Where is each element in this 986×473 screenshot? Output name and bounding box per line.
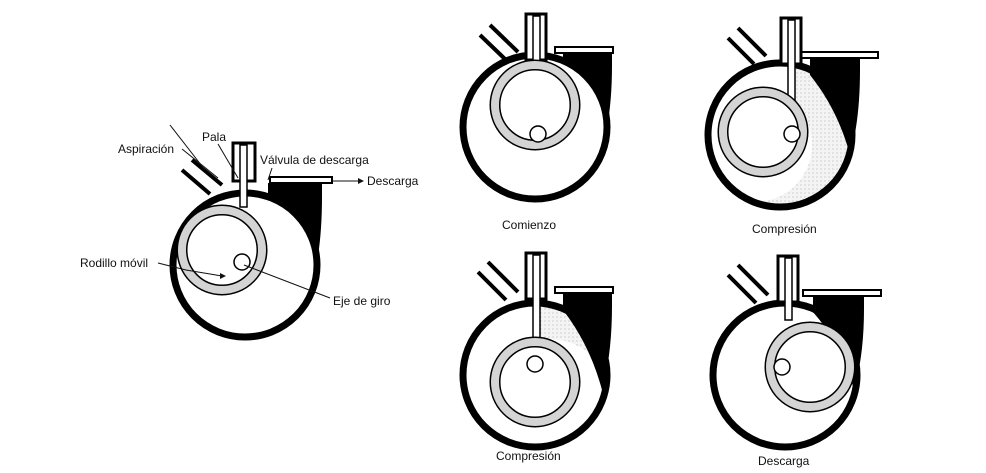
caption-compresion-1: Compresión [752, 222, 817, 236]
main-compressor [169, 141, 333, 341]
label-descarga-out: Descarga [367, 174, 419, 188]
stage-descarga: Descarga [709, 254, 882, 468]
shaft-circle [233, 253, 251, 271]
caption-compresion-2: Compresión [496, 449, 561, 463]
label-rodillo: Rodillo móvil [80, 256, 148, 270]
caption-descarga: Descarga [758, 454, 810, 468]
label-eje: Eje de giro [333, 294, 391, 308]
intake-pipe [180, 158, 224, 196]
label-valvula: Válvula de descarga [260, 153, 369, 167]
stage-comienzo: Comienzo [459, 12, 614, 232]
vane [239, 144, 248, 208]
main-labels: Aspiración Pala Válvula de descarga Desc… [80, 124, 419, 308]
label-aspiracion: Aspiración [118, 142, 174, 156]
label-pala: Pala [202, 130, 226, 144]
stage-compresion-2: Compresión [459, 251, 614, 463]
stage-compresion-1: Compresión [704, 16, 879, 236]
caption-comienzo: Comienzo [502, 218, 556, 232]
discharge-pipe [269, 176, 333, 184]
